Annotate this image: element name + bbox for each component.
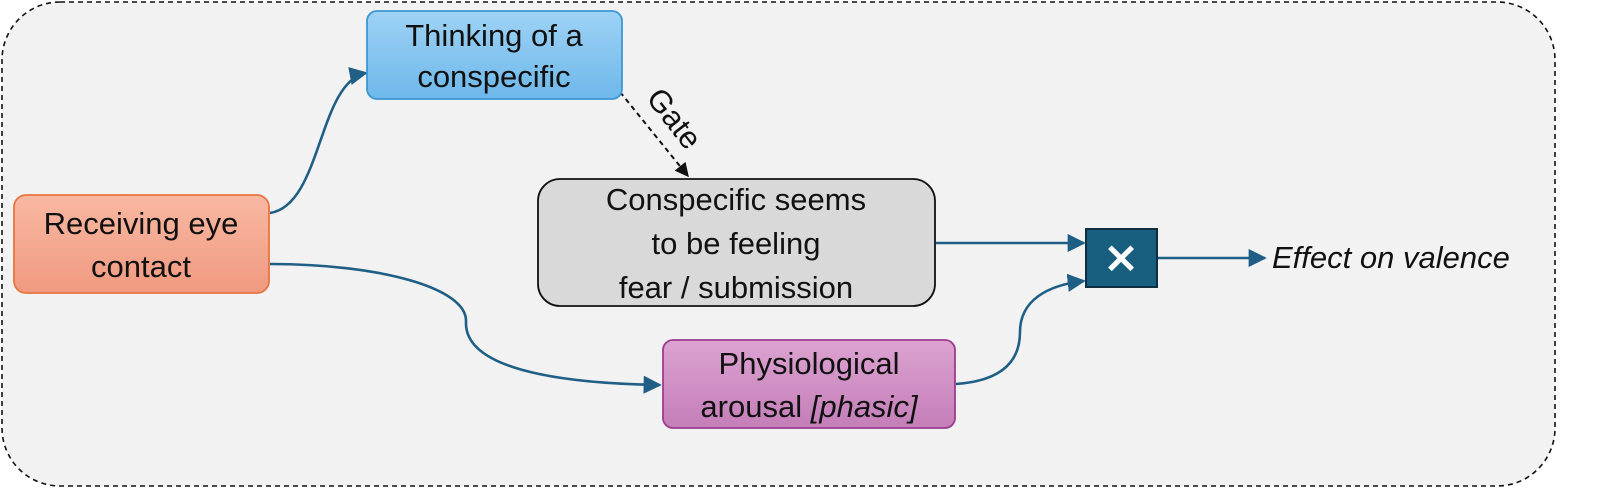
edge-eye-to-thinking	[269, 67, 368, 215]
node-arousal-line-2-italic: [phasic]	[810, 389, 919, 424]
node-conspecific-fear: Conspecific seems to be feeling fear / s…	[537, 178, 936, 307]
node-eye-line-2: contact	[91, 249, 191, 284]
node-fear-line-3: fear / submission	[619, 270, 853, 305]
node-fear-line-2: to be feeling	[652, 226, 821, 261]
edge-eye-to-arousal	[269, 262, 662, 394]
node-eye-line-1: Receiving eye	[44, 206, 239, 241]
node-arousal-line-2: arousal [phasic]	[700, 389, 919, 424]
node-arousal-line-1: Physiological	[719, 346, 900, 381]
node-arousal-line-2-plain: arousal	[700, 389, 810, 424]
node-thinking-line-2: conspecific	[417, 59, 570, 94]
output-label: Effect on valence	[1272, 240, 1510, 275]
node-fear-line-1: Conspecific seems	[606, 182, 866, 217]
node-thinking-line-1: Thinking of a	[405, 18, 583, 53]
multiply-icon: ×	[1103, 232, 1140, 283]
edge-arousal-to-multiply	[955, 273, 1086, 386]
edge-thinking-to-fear-gate	[619, 91, 689, 178]
node-physiological-arousal: Physiological arousal [phasic]	[662, 339, 956, 429]
node-multiply: ×	[1085, 228, 1158, 288]
node-receiving-eye-contact: Receiving eye contact	[13, 194, 270, 294]
node-thinking-of-conspecific: Thinking of a conspecific	[366, 10, 623, 100]
